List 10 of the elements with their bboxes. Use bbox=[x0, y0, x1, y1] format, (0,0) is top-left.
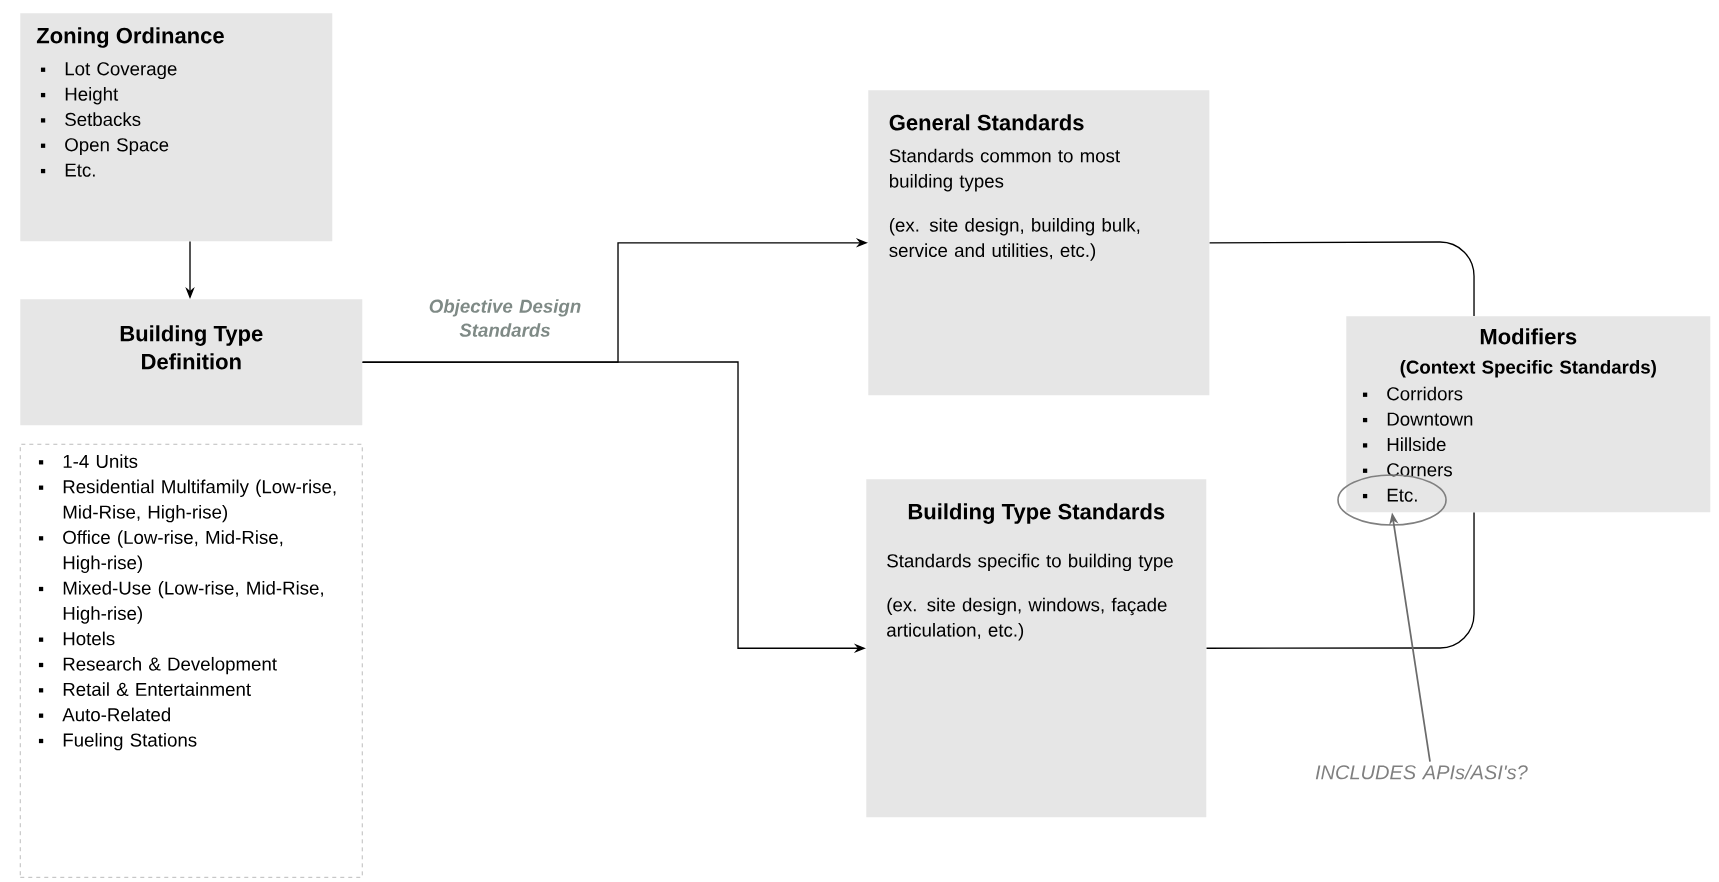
connector-line bbox=[1205, 511, 1475, 649]
connector-line bbox=[1208, 241, 1475, 317]
section-box: Building Type Standards Standards specific to building type (ex. site design, windows, façade articulation, etc.) bbox=[866, 479, 1207, 818]
list-box: 1-4 Units Residential Multifamily (Low-rise, Mid-Rise, High-rise) Office (Low-rise, Mid-Rise, High-rise) Mixed-Use (Low-rise, Mid-Rise, High-rise) Hotels Research & Development Retail & Entertainment Auto-Related Fueling Stations bbox=[20, 444, 363, 878]
handwritten-note: INCLUDES APIs/ASI's? bbox=[1315, 764, 1528, 780]
section-box: General Standards Standards common to most building types (ex. site design, building bulk, service and utilities, etc.) bbox=[868, 90, 1210, 396]
section-box: Zoning Ordinance Lot Coverage Height Setbacks Open Space Etc. bbox=[20, 13, 333, 242]
edge-label: Objective Design Standards bbox=[418, 297, 592, 339]
section-box: Building Type Definition bbox=[20, 299, 363, 426]
section-box: Modifiers (Context Specific Standards) Corridors Downtown Hillside Corners Etc. bbox=[1337, 316, 1711, 526]
